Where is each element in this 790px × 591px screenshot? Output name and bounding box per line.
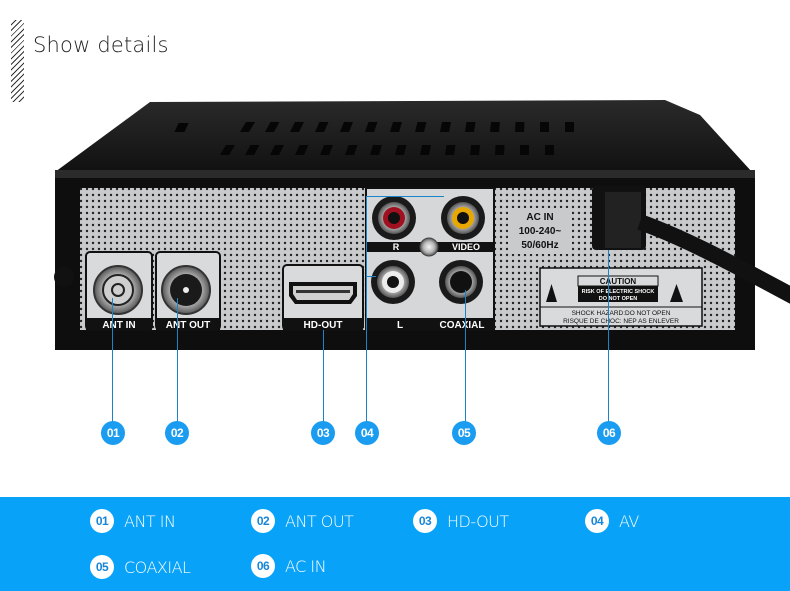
callout-line-04 — [366, 196, 367, 422]
svg-text:RISK OF ELECTRIC SHOCK: RISK OF ELECTRIC SHOCK — [582, 289, 655, 295]
legend-label: ANT OUT — [285, 511, 354, 531]
set-top-box-rear-image: ANT IN ANT OUT HD-OUT R VIDEO L COAXIAL … — [54, 100, 790, 350]
callout-line-01 — [112, 298, 113, 422]
label-hd-out: HD-OUT — [304, 320, 343, 331]
callout-badge-06: 06 — [597, 421, 621, 445]
callout-line-05 — [465, 290, 466, 422]
callout-line-03 — [323, 330, 324, 422]
callout-hline-04b — [366, 276, 376, 277]
label-video: VIDEO — [452, 242, 480, 252]
legend-item-coaxial: 05 COAXIAL — [90, 555, 191, 579]
svg-text:SHOCK HAZARD:DO NOT OPEN: SHOCK HAZARD:DO NOT OPEN — [572, 310, 671, 317]
label-coaxial: COAXIAL — [440, 320, 485, 331]
callout-badge-02: 02 — [165, 421, 189, 445]
legend-label: AC IN — [285, 556, 327, 576]
svg-text:RISQUE DE CHOC: NEP AS ENLEVER: RISQUE DE CHOC: NEP AS ENLEVER — [563, 318, 679, 325]
legend-number-badge: 06 — [251, 554, 275, 578]
svg-text:DO NOT OPEN: DO NOT OPEN — [599, 296, 638, 302]
label-ant-out: ANT OUT — [166, 320, 210, 331]
legend-number-badge: 01 — [90, 509, 114, 533]
decorative-hatch — [11, 20, 24, 102]
legend-bar: 01 ANT IN 02 ANT OUT 03 HD-OUT 04 AV 05 … — [0, 497, 790, 591]
caution-title: CAUTION — [600, 277, 637, 286]
legend-number-badge: 03 — [413, 509, 437, 533]
label-l: L — [397, 320, 403, 331]
legend-label: AV — [619, 511, 639, 531]
callout-badge-05: 05 — [452, 421, 476, 445]
label-ant-in: ANT IN — [102, 320, 135, 331]
legend-label: HD-OUT — [447, 511, 509, 531]
legend-label: ANT IN — [124, 511, 176, 531]
ac-in-line3: 50/60Hz — [521, 240, 558, 251]
callout-line-06 — [608, 250, 609, 422]
legend-number-badge: 04 — [585, 509, 609, 533]
callout-badge-01: 01 — [101, 421, 125, 445]
legend-item-hd-out: 03 HD-OUT — [413, 509, 509, 533]
legend-item-ant-out: 02 ANT OUT — [251, 509, 354, 533]
label-r: R — [393, 242, 400, 252]
ac-in-line2: 100-240~ — [519, 226, 562, 237]
callout-hline-04a — [366, 196, 444, 197]
legend-item-av: 04 AV — [585, 509, 639, 533]
ac-in-line1: AC IN — [526, 212, 553, 223]
page-title: Show details — [33, 33, 169, 57]
legend-number-badge: 02 — [251, 509, 275, 533]
callout-badge-04: 04 — [355, 421, 379, 445]
legend-label: COAXIAL — [124, 557, 191, 577]
callout-badge-03: 03 — [311, 421, 335, 445]
legend-item-ant-in: 01 ANT IN — [90, 509, 176, 533]
legend-item-ac-in: 06 AC IN — [251, 554, 327, 578]
callout-line-02 — [177, 298, 178, 422]
legend-number-badge: 05 — [90, 555, 114, 579]
